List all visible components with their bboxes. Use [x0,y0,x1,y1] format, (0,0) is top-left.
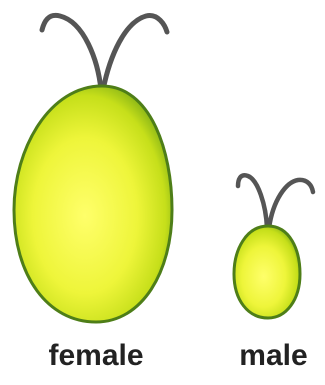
female-flagellum-left [42,15,101,90]
female-cell-body [14,86,172,322]
female-gamete [14,15,172,322]
female-flagellum-right [103,16,167,90]
female-label: female [10,336,182,376]
male-label: male [226,336,321,376]
male-cell-body [234,226,300,318]
male-flagellum-right [269,180,313,228]
male-gamete [234,175,313,318]
male-flagellum-left [238,175,267,228]
